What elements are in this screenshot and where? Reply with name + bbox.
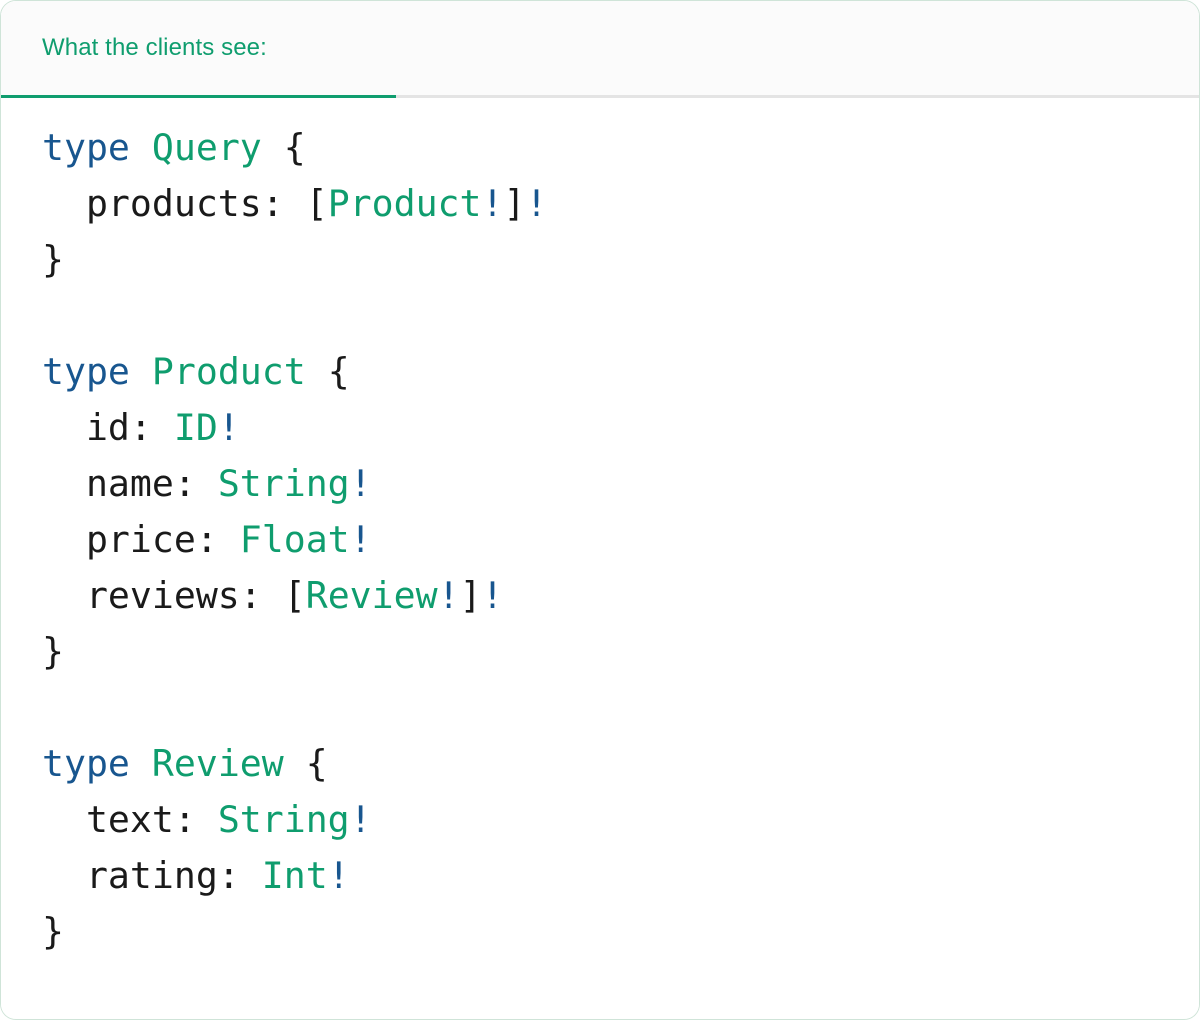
code-token-field: products	[42, 182, 262, 225]
code-token-plain	[284, 742, 306, 785]
code-token-type: ID	[173, 406, 218, 449]
code-token-punct: {	[305, 742, 328, 785]
code-token-punct: ]	[503, 182, 526, 225]
graphql-schema-code[interactable]: type Query { products: [Product!]!} type…	[1, 120, 1199, 960]
code-token-punct: :	[217, 854, 262, 897]
code-token-plain	[130, 350, 152, 393]
code-line	[42, 680, 1199, 736]
code-line: text: String!	[42, 792, 1199, 848]
code-token-punct: :	[195, 518, 240, 561]
code-panel: type Query { products: [Product!]!} type…	[1, 98, 1199, 1018]
code-token-kw: type	[42, 126, 130, 169]
code-token-field: price	[42, 518, 196, 561]
code-line: reviews: [Review!]!	[42, 568, 1199, 624]
code-token-bang: !	[525, 182, 548, 225]
code-token-type: Query	[151, 126, 262, 169]
code-token-type: Product	[151, 350, 306, 393]
code-token-punct: }	[42, 238, 64, 281]
code-token-type: Int	[261, 854, 328, 897]
code-token-punct: :	[129, 406, 174, 449]
code-line	[42, 288, 1199, 344]
code-token-kw: type	[42, 350, 130, 393]
tab-label: What the clients see:	[42, 34, 267, 61]
tab-strip: What the clients see:	[1, 1, 1199, 98]
code-token-bang: !	[437, 574, 460, 617]
code-line: price: Float!	[42, 512, 1199, 568]
code-line: }	[42, 904, 1199, 960]
code-token-bang: !	[349, 798, 372, 841]
code-token-plain	[130, 126, 152, 169]
code-token-bang: !	[349, 518, 372, 561]
code-token-type: Review	[305, 574, 438, 617]
code-token-punct: {	[327, 350, 350, 393]
code-line: id: ID!	[42, 400, 1199, 456]
code-line: }	[42, 624, 1199, 680]
code-token-type: Product	[327, 182, 482, 225]
code-token-punct: :	[239, 574, 284, 617]
code-token-punct: ]	[459, 574, 482, 617]
code-token-punct: }	[42, 630, 64, 673]
code-token-bang: !	[327, 854, 350, 897]
code-token-plain	[306, 350, 328, 393]
code-token-type: Float	[239, 518, 350, 561]
code-token-punct: :	[173, 462, 218, 505]
code-line: type Review {	[42, 736, 1199, 792]
code-line: name: String!	[42, 456, 1199, 512]
code-token-field: reviews	[42, 574, 240, 617]
code-token-punct: [	[305, 182, 328, 225]
code-token-type: String	[217, 462, 350, 505]
code-token-field: id	[42, 406, 130, 449]
code-token-punct: :	[261, 182, 306, 225]
code-line: type Product {	[42, 344, 1199, 400]
code-token-field: rating	[42, 854, 218, 897]
code-token-type: String	[217, 798, 350, 841]
code-token-kw: type	[42, 742, 130, 785]
code-token-punct: }	[42, 910, 64, 953]
code-token-field: text	[42, 798, 174, 841]
code-token-type: Review	[151, 742, 284, 785]
code-token-plain	[130, 742, 152, 785]
code-token-punct: :	[173, 798, 218, 841]
code-token-punct: {	[283, 126, 306, 169]
code-token-bang: !	[481, 182, 504, 225]
code-line: }	[42, 232, 1199, 288]
code-token-bang: !	[217, 406, 240, 449]
tab-what-the-clients-see[interactable]: What the clients see:	[1, 1, 396, 98]
code-token-plain	[262, 126, 284, 169]
code-line: type Query {	[42, 120, 1199, 176]
code-line: products: [Product!]!	[42, 176, 1199, 232]
code-token-bang: !	[349, 462, 372, 505]
code-token-bang: !	[481, 574, 504, 617]
code-token-field: name	[42, 462, 174, 505]
code-token-punct: [	[283, 574, 306, 617]
code-line: rating: Int!	[42, 848, 1199, 904]
